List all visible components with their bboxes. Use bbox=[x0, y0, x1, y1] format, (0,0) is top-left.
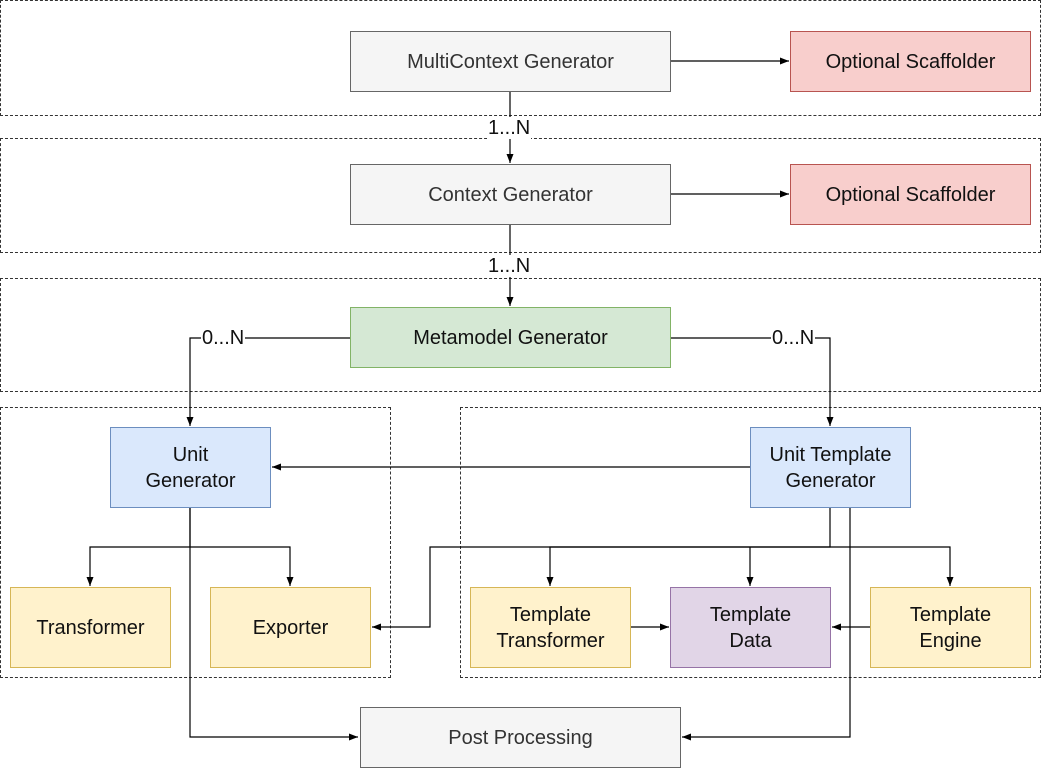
exporter-node: Exporter bbox=[210, 587, 371, 668]
multicontext-generator-node: MultiContext Generator bbox=[350, 31, 671, 92]
edge-unit-template-to-exporter bbox=[372, 507, 831, 631]
edge-unit-to-post-processing bbox=[189, 507, 358, 741]
edge-metamodel-to-unit-template bbox=[670, 337, 834, 426]
multiplicity-label: 0...N bbox=[771, 327, 816, 349]
context-generator-node: Context Generator bbox=[350, 164, 671, 225]
template-data-node: Template Data bbox=[670, 587, 831, 668]
unit-template-generator-node: Unit Template Generator bbox=[750, 427, 911, 508]
optional-scaffolder-node: Optional Scaffolder bbox=[790, 164, 1031, 225]
multiplicity-label: 1...N bbox=[487, 255, 532, 277]
multiplicity-label: 0...N bbox=[201, 327, 246, 349]
edge-unit-template-to-post-processing bbox=[682, 507, 851, 741]
template-engine-node: Template Engine bbox=[870, 587, 1031, 668]
edge-unit-to-exporter bbox=[190, 546, 294, 586]
transformer-node: Transformer bbox=[10, 587, 171, 668]
edge-unit-to-transformer bbox=[86, 507, 191, 586]
unit-generator-node: Unit Generator bbox=[110, 427, 271, 508]
edge-metamodel-to-unit bbox=[186, 337, 350, 426]
edge-unit-template-to-template-engine bbox=[830, 546, 954, 586]
unit-generator-group bbox=[0, 407, 391, 678]
optional-scaffolder-node: Optional Scaffolder bbox=[790, 31, 1031, 92]
template-transformer-node: Template Transformer bbox=[470, 587, 631, 668]
post-processing-node: Post Processing bbox=[360, 707, 681, 768]
metamodel-generator-node: Metamodel Generator bbox=[350, 307, 671, 368]
edge-unit-template-to-template-transformer bbox=[546, 546, 830, 586]
multiplicity-label: 1...N bbox=[487, 117, 532, 139]
